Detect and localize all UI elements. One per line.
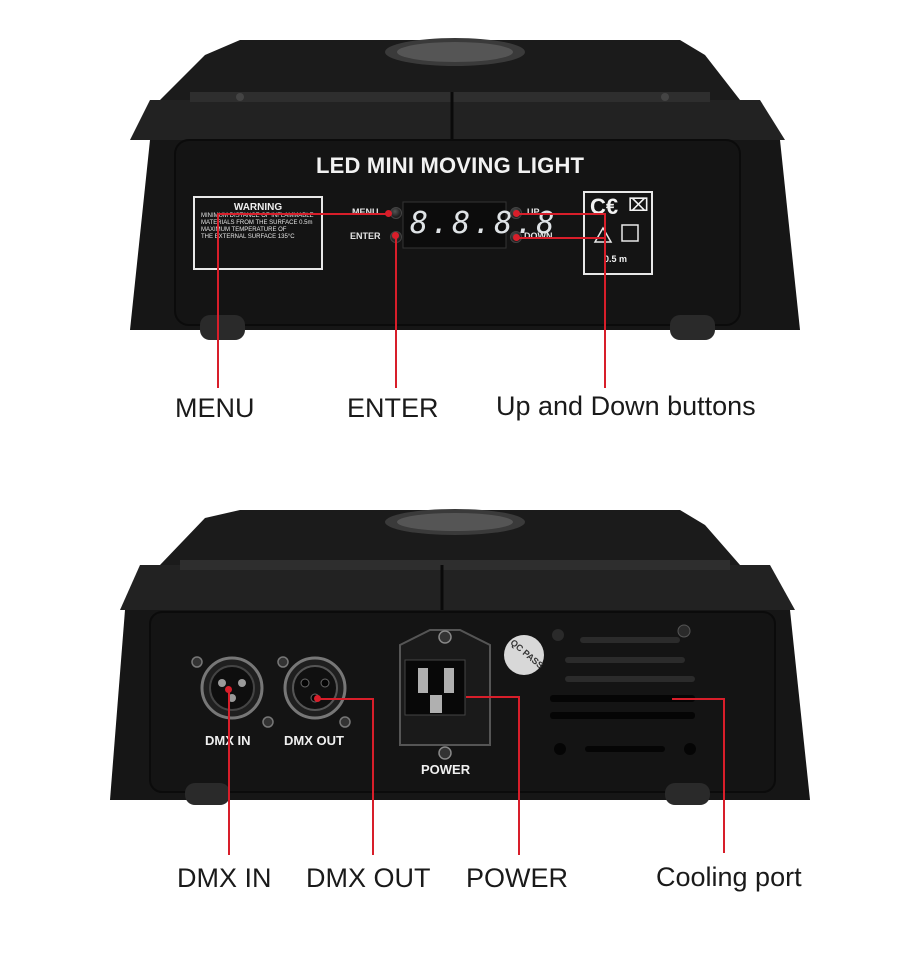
dmx-out-callout-label: DMX OUT bbox=[306, 863, 431, 893]
warning-line: MINIMUM DISTANCE OF INFLAMMABLE bbox=[201, 213, 314, 219]
up-down-callout-label: Up and Down buttons bbox=[496, 391, 756, 421]
dmx-in-port-label: DMX IN bbox=[205, 733, 251, 748]
up-down-callout-line bbox=[604, 213, 606, 388]
down-button-label: DOWN bbox=[524, 231, 553, 241]
warning-label: WARNING MINIMUM DISTANCE OF INFLAMMABLE … bbox=[193, 196, 323, 270]
device-rear-illustration bbox=[110, 509, 810, 805]
control-panel-view: LED MINI MOVING LIGHT WARNING MINIMUM DI… bbox=[0, 0, 900, 440]
power-callout-line bbox=[466, 696, 520, 698]
device-front-illustration bbox=[130, 38, 800, 340]
menu-button-label: MENU bbox=[352, 207, 379, 217]
menu-callout-dot bbox=[385, 210, 392, 217]
up-button-label: UP bbox=[527, 207, 540, 217]
warning-line: THE EXTERNAL SURFACE 135°C bbox=[201, 234, 295, 240]
certification-distance-label: 0.5 m bbox=[604, 254, 628, 264]
menu-callout-line bbox=[217, 213, 219, 388]
dmx-in-callout-dot bbox=[225, 686, 232, 693]
dmx-out-callout-line bbox=[372, 698, 374, 855]
power-port-label: POWER bbox=[421, 762, 471, 777]
warning-line: MAXIMUM TEMPERATURE OF bbox=[201, 227, 287, 233]
warning-line: MATERIALS FROM THE SURFACE 0.5m bbox=[201, 220, 313, 226]
dmx-out-callout-dot bbox=[314, 695, 321, 702]
weee-bin-icon: ⌧ bbox=[628, 195, 649, 215]
up-down-callout-line bbox=[518, 213, 606, 215]
device-title: LED MINI MOVING LIGHT bbox=[316, 153, 585, 178]
enter-button-label: ENTER bbox=[350, 231, 381, 241]
dmx-in-callout-label: DMX IN bbox=[177, 863, 272, 893]
menu-callout-label: MENU bbox=[175, 393, 255, 423]
led-display: 8.8.8.8 bbox=[410, 206, 558, 241]
enter-callout-line bbox=[395, 236, 397, 388]
up-down-callout-dot bbox=[513, 234, 520, 241]
connector-panel-view: QC PASS DMX IN DMX OUT POWER DMX IN DMX … bbox=[0, 490, 900, 980]
dmx-in-callout-line bbox=[228, 690, 230, 855]
dmx-out-port-label: DMX OUT bbox=[284, 733, 344, 748]
dmx-out-callout-line bbox=[318, 698, 374, 700]
up-down-callout-line bbox=[518, 237, 606, 239]
up-down-callout-dot bbox=[513, 210, 520, 217]
cooling-callout-line bbox=[723, 698, 725, 853]
warning-title: WARNING bbox=[233, 202, 283, 213]
cooling-callout-line bbox=[672, 698, 725, 700]
menu-callout-line bbox=[217, 213, 387, 215]
enter-callout-dot bbox=[392, 232, 399, 239]
cooling-port-callout-label: Cooling port bbox=[656, 862, 802, 892]
power-callout-line bbox=[518, 696, 520, 855]
enter-callout-label: ENTER bbox=[347, 393, 439, 423]
power-callout-label: POWER bbox=[466, 863, 569, 893]
